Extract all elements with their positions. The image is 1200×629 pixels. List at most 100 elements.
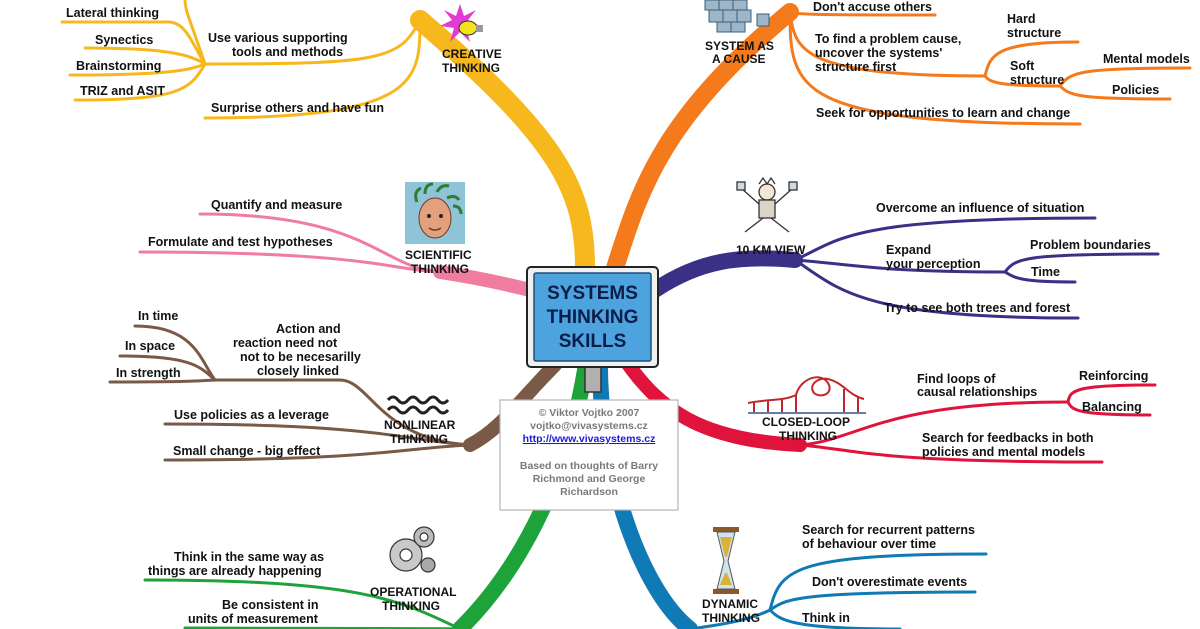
link-trees — [793, 258, 1080, 320]
item-hypotheses: Formulate and test hypotheses — [148, 235, 333, 249]
link-same-way — [143, 578, 462, 629]
item-find-loops-2: causal relationships — [917, 385, 1037, 399]
closed-loop-title-2: THINKING — [779, 429, 837, 443]
item-balancing: Balancing — [1082, 400, 1142, 414]
item-small-change: Small change - big effect — [173, 444, 321, 458]
link-patterns — [768, 552, 988, 612]
credit-note-1: Based on thoughts of Barry — [520, 460, 658, 472]
center-title-3: SKILLS — [559, 331, 627, 352]
link-reinforcing — [1066, 383, 1157, 404]
link-hypotheses — [138, 250, 442, 274]
link-expand — [793, 258, 1007, 274]
branch-km-view — [793, 216, 1160, 320]
center-sign: SYSTEMS THINKING SKILLS — [526, 266, 659, 393]
item-reinforcing: Reinforcing — [1079, 369, 1148, 383]
system-cause-title-1: SYSTEM AS — [705, 39, 774, 53]
item-find-loops-1: Find loops of — [917, 372, 996, 386]
link-find-loops — [798, 400, 1070, 447]
item-brainstorming: Brainstorming — [76, 59, 161, 73]
item-search-feedback-2: policies and mental models — [922, 445, 1085, 459]
item-triz: TRIZ and ASIT — [80, 84, 165, 98]
item-mental: Mental models — [1103, 52, 1190, 66]
dynamic-title-2: THINKING — [702, 611, 760, 625]
link-quantify — [198, 212, 442, 274]
item-hard-1: Hard — [1007, 12, 1035, 26]
link-seek — [788, 10, 1082, 126]
item-patterns-1: Search for recurrent patterns — [802, 523, 975, 537]
credit-author: © Viktor Vojtko 2007 — [539, 407, 640, 419]
trunk-km-view — [647, 250, 803, 298]
wave-icon — [386, 395, 450, 415]
center-title-2: THINKING — [547, 307, 639, 328]
item-overcome: Overcome an influence of situation — [876, 201, 1084, 215]
item-expand-2: your perception — [886, 257, 980, 271]
item-consistent-2: units of measurement — [188, 612, 319, 626]
item-action-4: closely linked — [257, 364, 339, 378]
item-expand-1: Expand — [886, 243, 931, 257]
link-policies — [1058, 84, 1172, 101]
link-in-time — [133, 324, 217, 382]
link-top-stub — [183, 0, 207, 66]
link-synectics — [83, 46, 207, 66]
item-think-in: Think in — [802, 611, 850, 625]
item-trees: Try to see both trees and forest — [884, 301, 1071, 315]
link-overestimate — [768, 590, 977, 612]
link-balancing — [1066, 400, 1152, 417]
item-patterns-2: of behaviour over time — [802, 537, 936, 551]
item-seek: Seek for opportunities to learn and chan… — [816, 106, 1070, 120]
item-in-space: In space — [125, 339, 175, 353]
link-time — [1003, 270, 1077, 284]
branch-closed-loop — [798, 383, 1157, 464]
link-brainstorming — [68, 62, 207, 77]
dynamic-title-1: DYNAMIC — [702, 597, 758, 611]
trunk-scientific — [433, 265, 537, 297]
link-lateral — [60, 20, 207, 66]
link-tools — [203, 18, 422, 66]
link-find-cause — [788, 10, 987, 78]
item-synectics: Synectics — [95, 33, 153, 47]
credit-email: vojtko@vivasystems.cz — [530, 420, 648, 432]
item-action-1: Action and — [276, 322, 341, 336]
scientific-title-1: SCIENTIFIC — [405, 248, 472, 262]
link-overcome — [793, 216, 1097, 262]
branch-creative — [60, 0, 422, 120]
rollercoaster-icon — [747, 376, 866, 414]
item-action-2: reaction need not — [233, 336, 338, 350]
item-dont-accuse: Don't accuse others — [813, 0, 932, 14]
link-triz — [73, 62, 207, 102]
item-find-cause-3: structure first — [815, 60, 897, 74]
item-consistent-1: Be consistent in — [222, 598, 319, 612]
item-surprise: Surprise others and have fun — [211, 101, 384, 115]
link-in-strength — [108, 378, 217, 384]
item-find-cause-2: uncover the systems' — [815, 46, 942, 60]
link-dynamic-hub — [688, 608, 772, 629]
item-soft-2: structure — [1010, 73, 1064, 87]
link-in-space — [118, 354, 217, 382]
person-icon — [736, 176, 798, 233]
link-boundaries — [1003, 252, 1160, 274]
sign-post — [584, 365, 602, 393]
branch-nonlinear — [108, 324, 472, 462]
item-in-strength: In strength — [116, 366, 181, 380]
closed-loop-title-1: CLOSED-LOOP — [762, 415, 850, 429]
system-cause-title-2: A CAUSE — [712, 52, 766, 66]
medusa-head-icon — [405, 182, 465, 244]
item-overestimate: Don't overestimate events — [812, 575, 967, 589]
item-action-3: not to be necesarilly — [240, 350, 361, 364]
item-hard-2: structure — [1007, 26, 1061, 40]
link-surprise — [203, 18, 422, 120]
creative-title-2: THINKING — [442, 61, 500, 75]
item-find-cause-1: To find a problem cause, — [815, 32, 961, 46]
item-tools-1: Use various supporting — [208, 31, 348, 45]
operational-title-1: OPERATIONAL — [370, 585, 456, 599]
center-title-1: SYSTEMS — [547, 283, 638, 304]
nonlinear-title-2: THINKING — [390, 432, 448, 446]
gears-icon — [389, 526, 436, 573]
item-lateral: Lateral thinking — [66, 6, 159, 20]
link-soft — [983, 74, 1062, 88]
credit-note-3: Richardson — [560, 486, 618, 498]
item-time: Time — [1031, 265, 1060, 279]
credit-url-link[interactable]: http://www.vivasystems.cz — [523, 433, 656, 445]
trunk-creative — [410, 10, 595, 278]
item-same-way-2: things are already happening — [148, 564, 322, 578]
